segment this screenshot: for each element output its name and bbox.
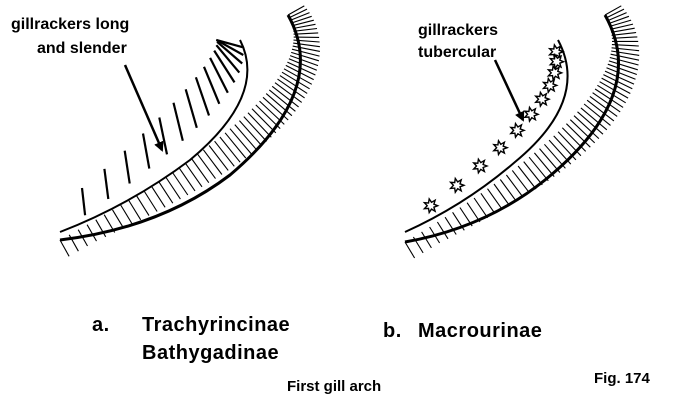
gill-filament	[215, 141, 235, 166]
gill-filament	[293, 29, 317, 32]
tubercular-gillraker	[536, 92, 549, 106]
gill-filament	[612, 48, 640, 51]
gillraker	[82, 188, 85, 215]
gill-filament	[129, 200, 141, 220]
tubercular-gillraker	[550, 55, 563, 69]
gill-filament	[549, 140, 571, 164]
gill-filament	[225, 133, 246, 158]
gill-filament	[608, 13, 627, 21]
gill-filament	[529, 157, 548, 181]
gill-filament	[220, 137, 240, 162]
tubercular-gillraker	[548, 66, 561, 80]
panel-a-callout-line2: and slender	[37, 38, 127, 59]
gill-filament	[185, 163, 202, 187]
gill-filament	[291, 13, 310, 21]
panel-a-taxon-bathygadinae: Bathygadinae	[142, 340, 279, 366]
gill-filament	[518, 166, 536, 189]
tubercular-gillraker	[424, 199, 437, 213]
gill-filament	[144, 191, 157, 212]
panel-b-gillrakers-tubercular	[424, 45, 563, 213]
gill-filament	[293, 43, 320, 47]
figure-caption: First gill arch	[287, 378, 381, 396]
gill-filament	[60, 240, 69, 256]
gill-filament	[607, 9, 625, 18]
panel-a-letter: a.	[92, 312, 110, 338]
tubercular-gillraker	[511, 124, 524, 138]
tubercular-gillraker	[451, 179, 464, 193]
gill-filament	[612, 33, 637, 36]
panel-b-taxon-macrourinae: Macrourinae	[418, 318, 542, 344]
gill-filament	[198, 154, 216, 179]
panel-b-callout-arrow	[495, 60, 523, 120]
gillraker	[174, 103, 183, 141]
gillraker	[125, 151, 130, 184]
panel-a-arch-inner-edge	[60, 40, 247, 232]
gillraker	[196, 77, 209, 115]
gill-filament	[203, 150, 222, 175]
gill-filament	[209, 146, 228, 171]
gill-filament	[540, 149, 560, 173]
gill-filament	[609, 16, 629, 23]
gill-filament	[405, 242, 415, 258]
panel-b-callout-line1: gillrackers	[418, 20, 498, 41]
gill-filament	[500, 180, 516, 202]
gill-filament	[422, 232, 432, 248]
tubercular-gillraker	[544, 79, 557, 93]
gill-filament	[437, 222, 448, 239]
gill-filament	[136, 195, 149, 215]
gill-filament	[506, 175, 523, 197]
gill-filament	[605, 6, 621, 15]
gill-filament	[544, 144, 565, 168]
gillraker	[143, 134, 149, 169]
panel-b-callout-line2: tubercular	[418, 42, 496, 63]
gillraker	[186, 89, 197, 128]
gill-filament	[524, 162, 543, 185]
gill-filament	[230, 129, 251, 154]
panel-a-gillrakers-long-slender	[82, 40, 243, 215]
gill-filament	[460, 208, 472, 227]
gill-filament	[113, 210, 124, 228]
gill-filament	[172, 172, 188, 195]
tubercular-gillraker	[494, 141, 507, 155]
figure-number: Fig. 174	[594, 370, 650, 388]
gill-filament	[512, 170, 529, 193]
gill-filament	[467, 203, 480, 222]
gill-filament	[494, 184, 509, 205]
tubercular-gillraker	[474, 159, 487, 173]
gill-filament	[291, 52, 319, 60]
panel-a-taxon-trachyrincinae: Trachyrincinae	[142, 312, 290, 338]
gill-filament	[608, 64, 637, 74]
gill-filament	[534, 153, 554, 177]
gill-filament	[609, 61, 638, 70]
tubercular-gillraker	[525, 107, 538, 121]
gill-filament	[192, 159, 209, 183]
gill-filament	[121, 205, 133, 224]
gill-filament	[179, 167, 195, 191]
panel-a-callout-line1: gillrackers long	[11, 14, 129, 35]
gillraker	[104, 169, 108, 199]
gill-filament	[288, 6, 304, 15]
panel-b-letter: b.	[383, 318, 402, 344]
